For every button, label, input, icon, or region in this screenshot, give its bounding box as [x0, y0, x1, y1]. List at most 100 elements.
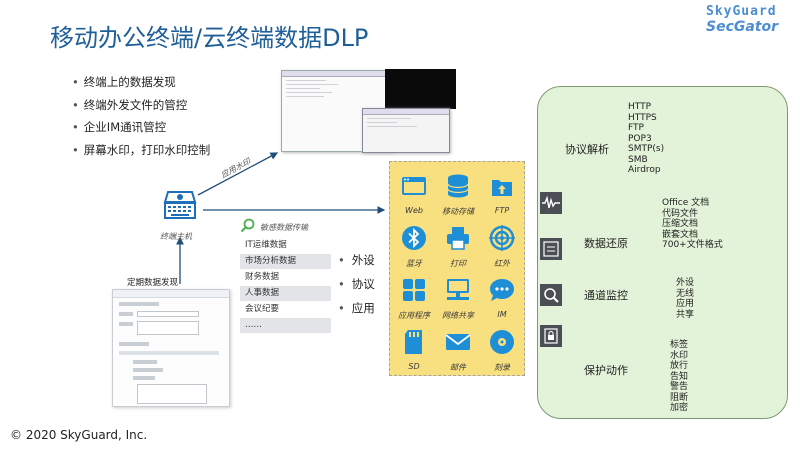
category-item: 人事数据 [240, 286, 331, 301]
watermark-screen-3 [362, 108, 450, 153]
sub-bullet-item: 应用 [338, 300, 375, 324]
channel-bluetooth: 蓝牙 [392, 218, 436, 270]
channel-infrared: 红外 [480, 218, 524, 270]
protocol-item: HTTP [628, 102, 652, 112]
channel-application: 应用程序 [392, 270, 436, 322]
channel-label: 刻录 [494, 363, 510, 372]
channel-label: IM [497, 310, 507, 319]
sensitive-transfer-label: 敏感数据传输 [260, 223, 308, 232]
category-item: 会议纪要 [245, 304, 280, 314]
channel-label: 应用程序 [398, 311, 430, 320]
protocol-parsing-label: 协议解析 [565, 143, 609, 156]
packet-analysis-icon [540, 192, 562, 214]
chat-icon [490, 279, 514, 301]
protection-item: 标签 [670, 340, 689, 350]
lock-icon [540, 325, 562, 347]
printer-icon [447, 227, 469, 250]
ftp-icon [492, 180, 512, 196]
bullet-item: 企业IM通讯管控 [72, 119, 210, 142]
storage-icon [447, 174, 469, 198]
channel-label: 红外 [494, 259, 510, 268]
bullet-item: 终端外发文件的管控 [72, 97, 210, 120]
network-share-icon [447, 279, 469, 300]
mail-icon [445, 334, 471, 350]
channel-label: 移动存储 [442, 207, 474, 216]
channel-monitor-list: 外设 无线 应用 共享 [676, 278, 694, 320]
protection-item: 加密 [670, 403, 689, 413]
data-restore-label: 数据还原 [584, 237, 628, 250]
channel-label: 打印 [450, 259, 466, 268]
channel-label: Web [405, 206, 423, 215]
application-icon [403, 279, 425, 301]
channel-im: IM [480, 270, 524, 322]
terminal-host-label: 终端主机 [160, 232, 192, 241]
data-restore-icon [540, 238, 562, 260]
page-title: 移动办公终端/云终端数据DLP [50, 24, 369, 52]
bluetooth-icon [402, 226, 426, 250]
logo-bottom-text: SecGator [706, 19, 779, 35]
feature-bullets: 终端上的数据发现 终端外发文件的管控 企业IM通讯管控 屏幕水印，打印水印控制 [72, 74, 211, 165]
restore-item: 压缩文档 [662, 219, 699, 229]
bullet-item: 终端上的数据发现 [72, 74, 210, 97]
channel-mail: 邮件 [436, 322, 480, 374]
protocol-list: HTTP HTTPS FTP POP3 SMTP(s) SMB Airdrop [628, 102, 664, 176]
protection-item: 警告 [670, 382, 689, 392]
dlp-engine-panel [537, 86, 788, 419]
channel-storage: 移动存储 [436, 166, 480, 218]
protocol-item: SMTP(s) [628, 144, 665, 154]
channel-type-bullets: 外设 协议 应用 [338, 252, 375, 324]
protection-action-label: 保护动作 [584, 364, 628, 377]
category-item: IT运维数据 [245, 240, 287, 250]
channel-label: 邮件 [450, 363, 466, 372]
channel-print: 打印 [436, 218, 480, 270]
channel-monitor-item: 无线 [676, 288, 695, 299]
brand-logo: SkyGuard SecGator [706, 4, 788, 38]
magnifier-icon [240, 218, 255, 233]
channel-network-share: 网络共享 [436, 270, 480, 322]
channel-monitor-icon [540, 284, 562, 306]
channel-grid: Web 移动存储 FTP 蓝牙 打印 红外 应用程序 网络共享 IM SD 邮件 [389, 161, 525, 376]
category-item: …… [240, 318, 331, 333]
channel-monitor-label: 通道监控 [584, 289, 628, 302]
infrared-icon [489, 225, 515, 251]
logo-top-text: SkyGuard [706, 4, 777, 19]
sd-card-icon [405, 330, 422, 354]
periodic-discovery-label: 定期数据发现 [127, 278, 179, 288]
channel-label: FTP [494, 206, 510, 215]
channel-sd: SD [392, 322, 436, 374]
channel-monitor-item: 共享 [676, 309, 695, 320]
sub-bullet-item: 外设 [338, 252, 375, 276]
terminal-host-icon [163, 191, 197, 219]
disc-icon [490, 330, 514, 354]
protection-item: 阻断 [670, 392, 689, 403]
protocol-item: HTTPS [628, 112, 657, 123]
restore-item: 嵌套文档 [662, 229, 699, 240]
channel-monitor-item: 应用 [676, 299, 695, 309]
protection-item: 放行 [670, 361, 689, 371]
protocol-item: SMB [628, 154, 648, 165]
sub-bullet-item: 协议 [338, 276, 375, 300]
protocol-item: POP3 [628, 133, 652, 144]
restore-list: Office 文档 代码文件 压缩文档 嵌套文档 700+文件格式 [662, 198, 723, 251]
protocol-item: FTP [628, 123, 644, 133]
watermark-screen-2 [385, 69, 456, 109]
protection-item: 水印 [670, 350, 689, 361]
web-icon [402, 177, 426, 195]
restore-item: 700+文件格式 [662, 240, 723, 250]
channel-label: 蓝牙 [406, 259, 422, 268]
protection-item: 告知 [670, 371, 689, 382]
channel-burn: 刻录 [480, 322, 524, 374]
restore-item: Office 文档 [662, 198, 710, 208]
protection-action-list: 标签 水印 放行 告知 警告 阻断 加密 [670, 340, 688, 414]
channel-ftp: FTP [480, 166, 524, 218]
data-discovery-form [112, 289, 230, 407]
channel-label: 网络共享 [442, 311, 474, 320]
category-item: 市场分析数据 [240, 254, 331, 269]
channel-monitor-item: 外设 [676, 278, 695, 288]
protocol-item: Airdrop [628, 165, 661, 175]
channel-label: SD [408, 362, 420, 371]
copyright-footer: © 2020 SkyGuard, Inc. [10, 428, 148, 442]
channel-web: Web [392, 166, 436, 218]
bullet-item: 屏幕水印，打印水印控制 [72, 142, 211, 165]
category-item: 财务数据 [245, 272, 280, 282]
